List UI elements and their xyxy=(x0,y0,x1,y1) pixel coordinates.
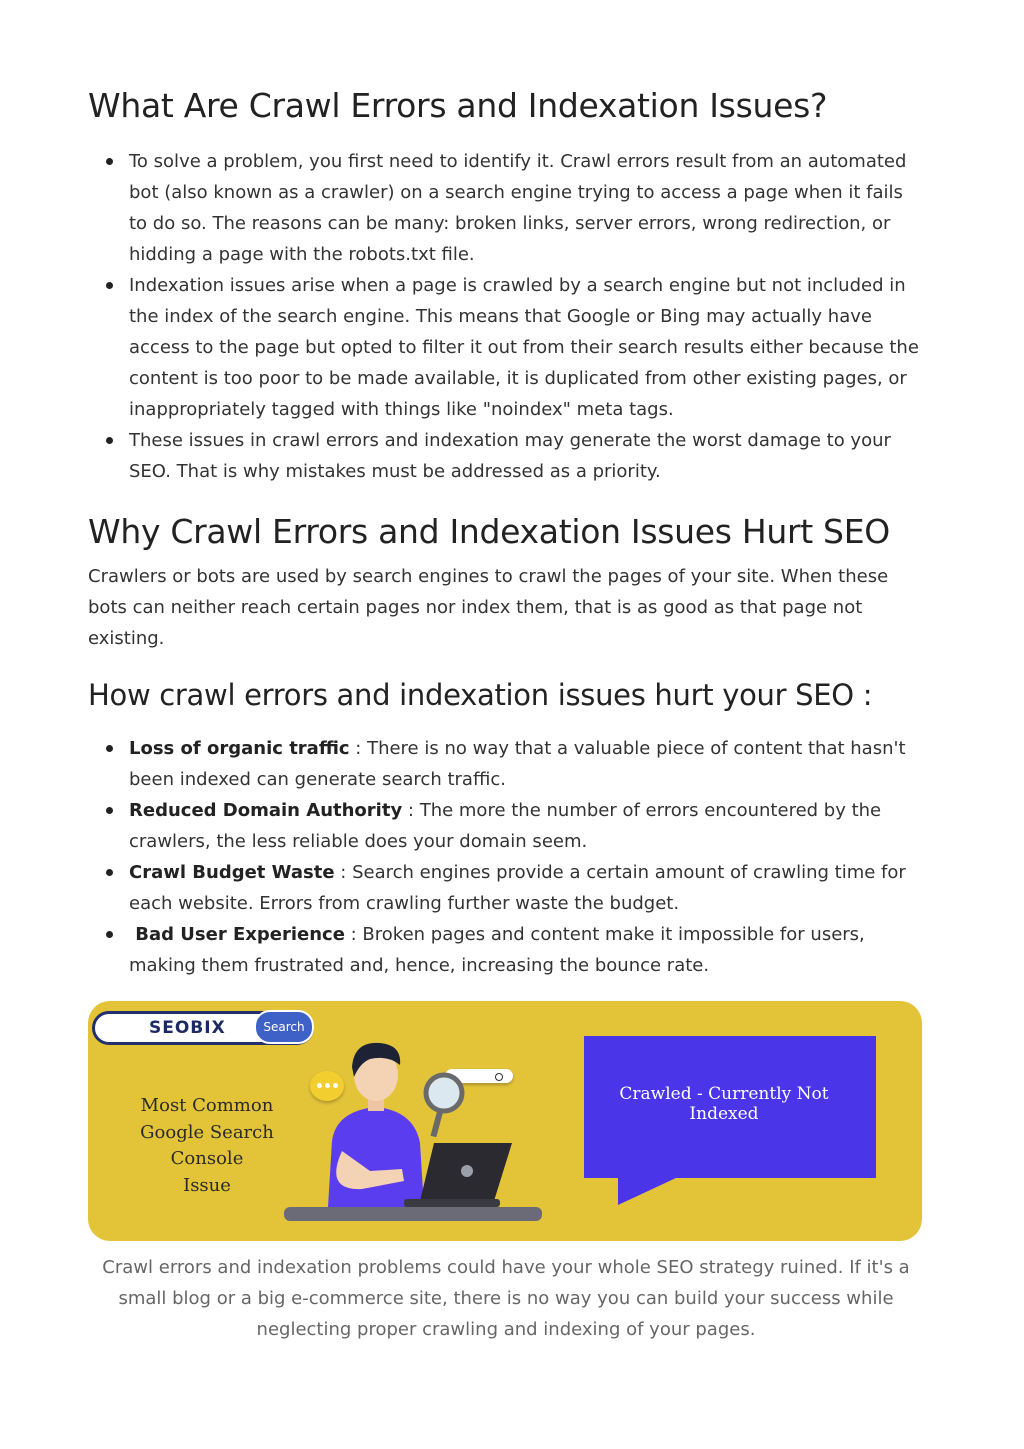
banner-image: SEOBIX Search Most Common Google Search … xyxy=(88,1001,922,1241)
banner-title-line: Issue xyxy=(183,1174,231,1196)
brand-logo: SEOBIX xyxy=(149,1018,226,1038)
section-title-what-are: What Are Crawl Errors and Indexation Iss… xyxy=(88,86,828,125)
list-item: Reduced Domain Authority : The more the … xyxy=(88,795,924,857)
callout-tail xyxy=(618,1177,678,1205)
person-with-laptop-illustration xyxy=(284,1042,542,1221)
status-callout: Crawled - Currently Not Indexed xyxy=(584,1036,876,1178)
section-title-how-hurt: How crawl errors and indexation issues h… xyxy=(88,678,873,712)
item-text: : The more the number of errors encounte… xyxy=(129,800,882,852)
item-term: Reduced Domain Authority xyxy=(129,800,403,821)
item-text: : Broken pages and content make it impos… xyxy=(129,924,865,976)
intro-paragraph: Crawlers or bots are used by search engi… xyxy=(88,566,889,649)
chat-bubble-icon xyxy=(310,1071,344,1101)
section-title-why-hurt: Why Crawl Errors and Indexation Issues H… xyxy=(88,512,890,551)
list-item: Indexation issues arise when a page is c… xyxy=(88,270,924,425)
item-term: Loss of organic traffic xyxy=(129,738,350,759)
banner-left-title: Most Common Google Search Console Issue xyxy=(102,1093,312,1199)
definitions-list: To solve a problem, you first need to id… xyxy=(88,146,924,487)
list-item: Bad User Experience : Broken pages and c… xyxy=(88,919,924,981)
impact-list: Loss of organic traffic : There is no wa… xyxy=(88,733,924,981)
closing-caption: Crawl errors and indexation problems cou… xyxy=(102,1257,910,1340)
item-term: Bad User Experience xyxy=(129,924,345,945)
item-text: : Search engines provide a certain amoun… xyxy=(129,862,906,914)
callout-text: Crawled - Currently Not Indexed xyxy=(619,1084,829,1124)
list-item: Loss of organic traffic : There is no wa… xyxy=(88,733,924,795)
banner-title-line: Google Search Console xyxy=(140,1121,274,1170)
list-item: Crawl Budget Waste : Search engines prov… xyxy=(88,857,924,919)
search-button: Search xyxy=(254,1010,314,1044)
list-item: To solve a problem, you first need to id… xyxy=(88,146,924,270)
item-text: : There is no way that a valuable piece … xyxy=(129,738,906,790)
mini-search-bar-icon xyxy=(445,1069,513,1083)
list-item: These issues in crawl errors and indexat… xyxy=(88,425,924,487)
item-term: Crawl Budget Waste xyxy=(129,862,335,883)
banner-title-line: Most Common xyxy=(140,1095,274,1116)
